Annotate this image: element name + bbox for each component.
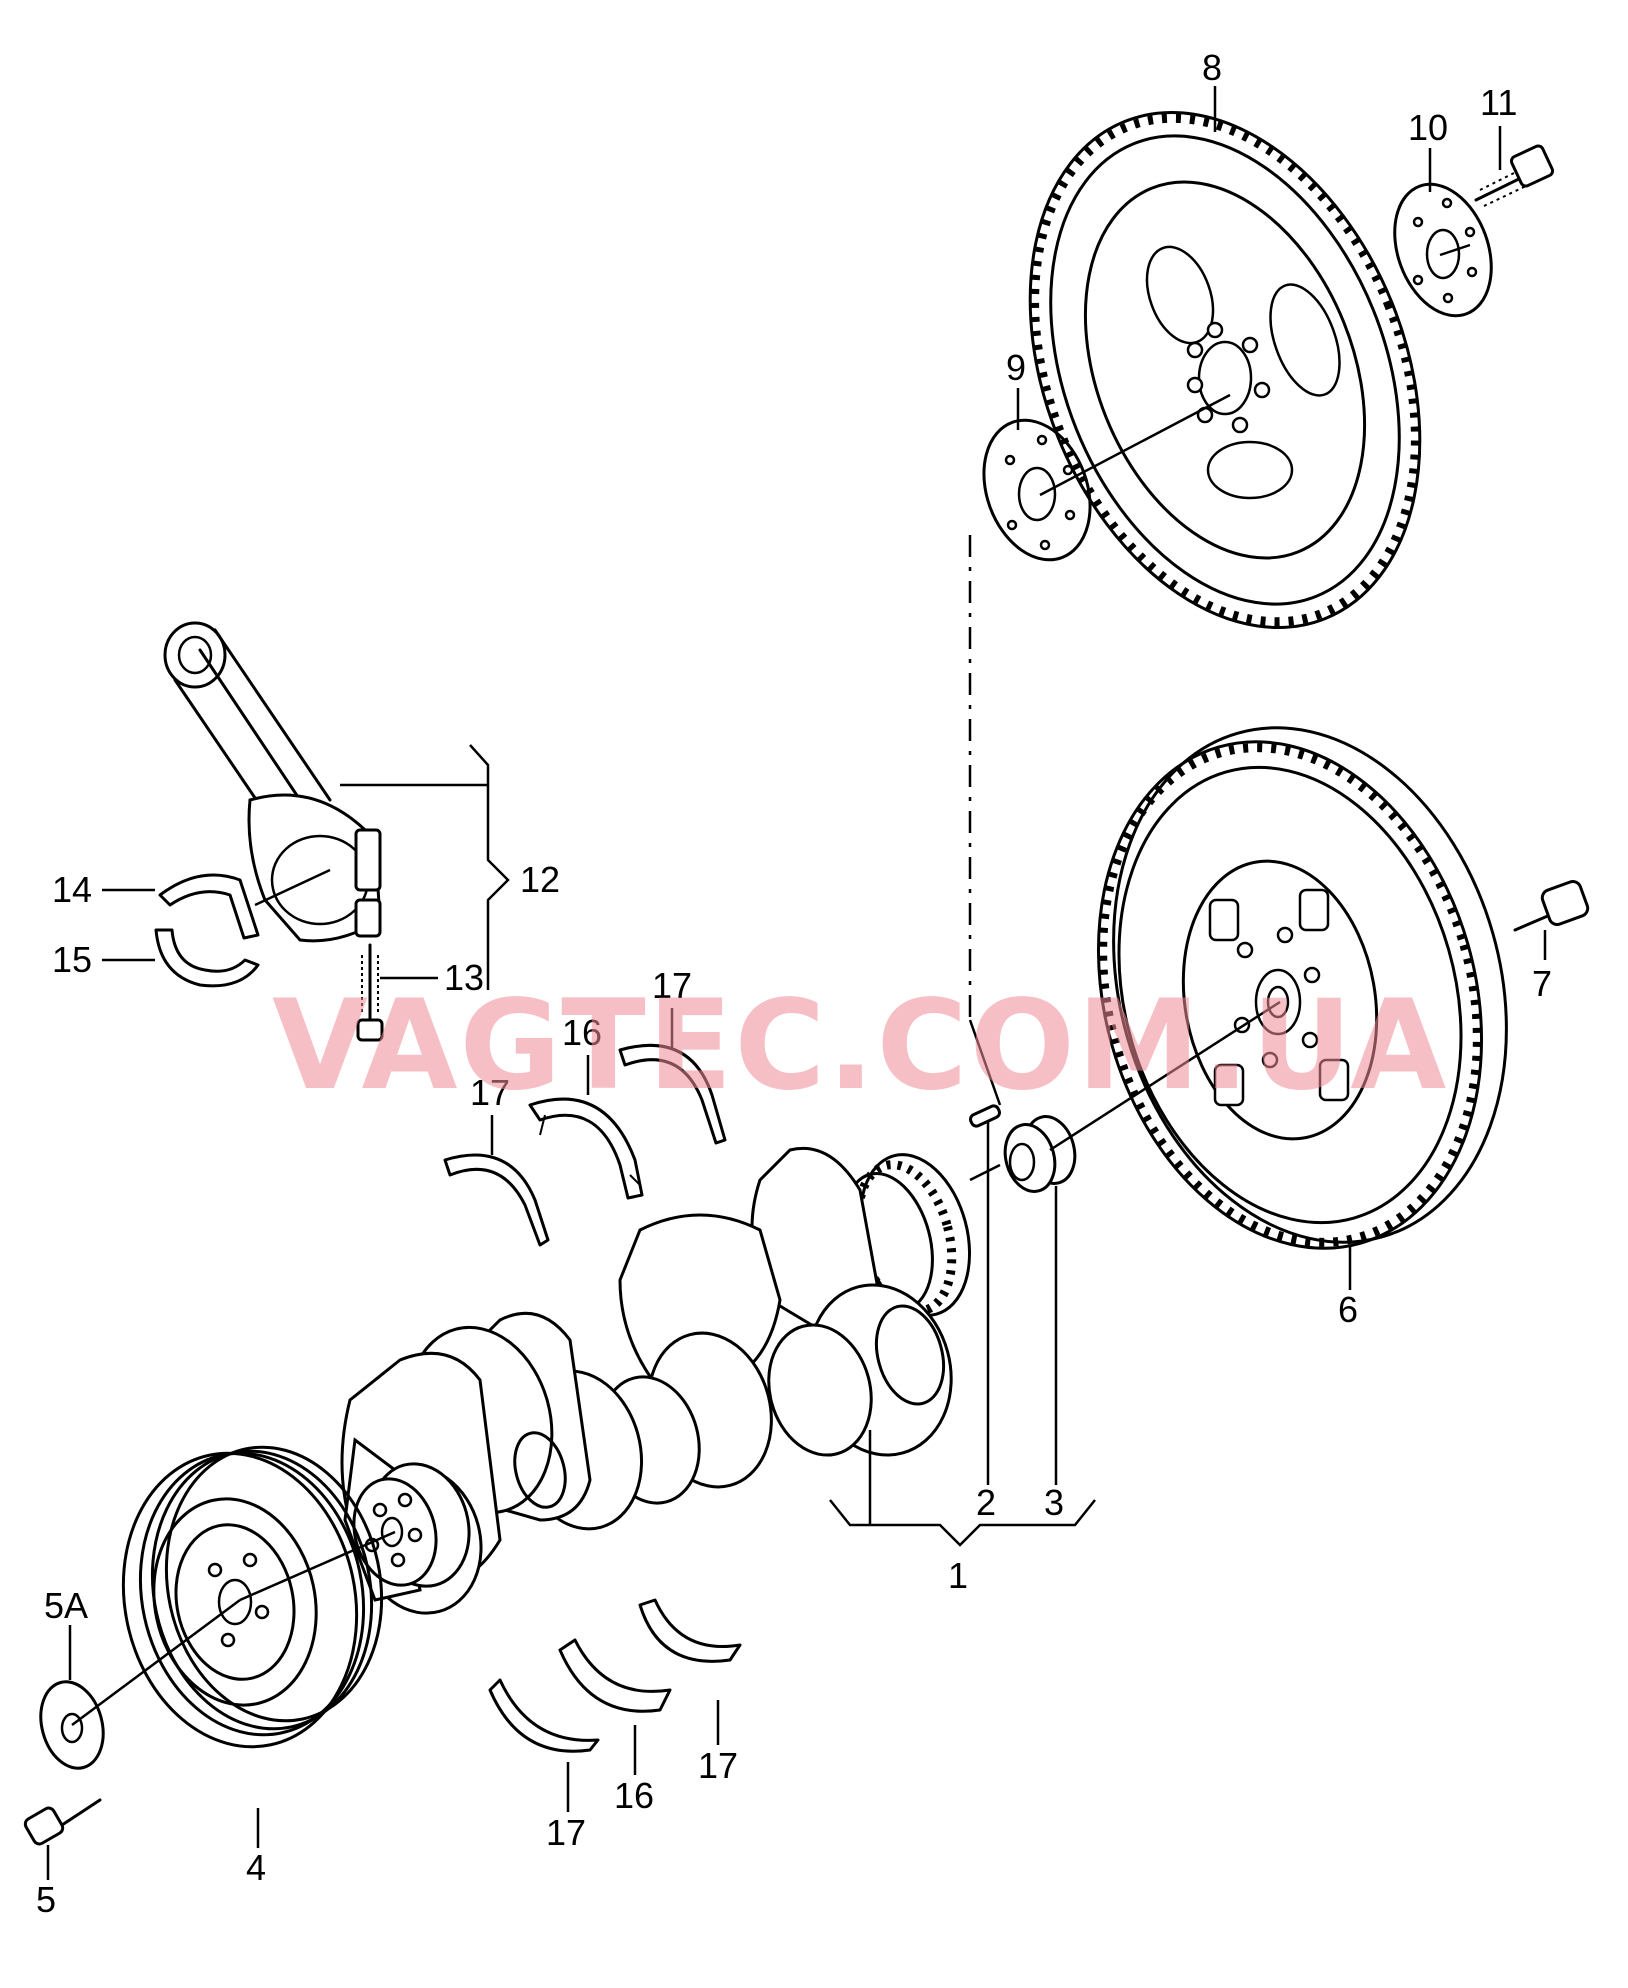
drive-plate [1028, 111, 1422, 629]
callout-10: 10 [1408, 107, 1448, 148]
callout-leader-lines [46, 86, 1547, 1880]
callout-17-lower-right: 17 [698, 1745, 738, 1786]
vibration-damper-pulley [121, 1445, 384, 1749]
callout-3: 3 [1044, 1482, 1064, 1523]
bolt-5 [23, 1798, 102, 1846]
thrust-washer-upper-left [443, 1153, 550, 1247]
callout-7: 7 [1532, 963, 1552, 1004]
callout-14: 14 [52, 869, 92, 910]
assembly-axis-lines [71, 243, 1471, 1727]
shim-plate-9 [982, 418, 1092, 562]
callout-16-upper: 16 [562, 1012, 602, 1053]
needle-bearing-3 [1003, 1115, 1077, 1193]
callout-16-lower: 16 [614, 1775, 654, 1816]
thrust-washer-upper-right [618, 1043, 727, 1145]
callout-13: 13 [444, 957, 484, 998]
callout-5a: 5A [44, 1585, 88, 1626]
bolt-11 [1474, 144, 1555, 207]
dowel-pin-2 [969, 1104, 1001, 1128]
callout-4: 4 [246, 1847, 266, 1888]
connecting-rod [163, 621, 382, 943]
callout-17-upper-left: 17 [470, 1072, 510, 1113]
callout-11: 11 [1480, 82, 1517, 123]
main-bearing-shell-lower [558, 1638, 672, 1713]
thrust-washer-lower-right [638, 1598, 742, 1663]
callout-17-lower-left: 17 [546, 1812, 586, 1853]
callout-5: 5 [36, 1879, 56, 1920]
callout-15: 15 [52, 939, 92, 980]
thrust-washer-lower-left [488, 1678, 600, 1753]
rod-bearing-shell-upper [158, 873, 260, 940]
callout-1: 1 [948, 1555, 968, 1596]
watermark: VAGTEC.COM.UA [272, 974, 1448, 1118]
rod-bolt [356, 943, 384, 1042]
callout-8: 8 [1202, 47, 1222, 88]
callout-9: 9 [1006, 347, 1026, 388]
dual-mass-flywheel [1096, 726, 1508, 1250]
bolt-7 [1513, 879, 1590, 932]
shim-plate-10 [1393, 182, 1493, 318]
crankshaft [340, 1146, 972, 1615]
callout-12: 12 [520, 859, 560, 900]
main-bearing-shell-upper [528, 1097, 644, 1200]
callout-2: 2 [976, 1482, 996, 1523]
rod-bearing-shell-lower [154, 928, 260, 988]
callout-6: 6 [1338, 1289, 1358, 1330]
callout-17-upper-right: 17 [652, 965, 692, 1006]
